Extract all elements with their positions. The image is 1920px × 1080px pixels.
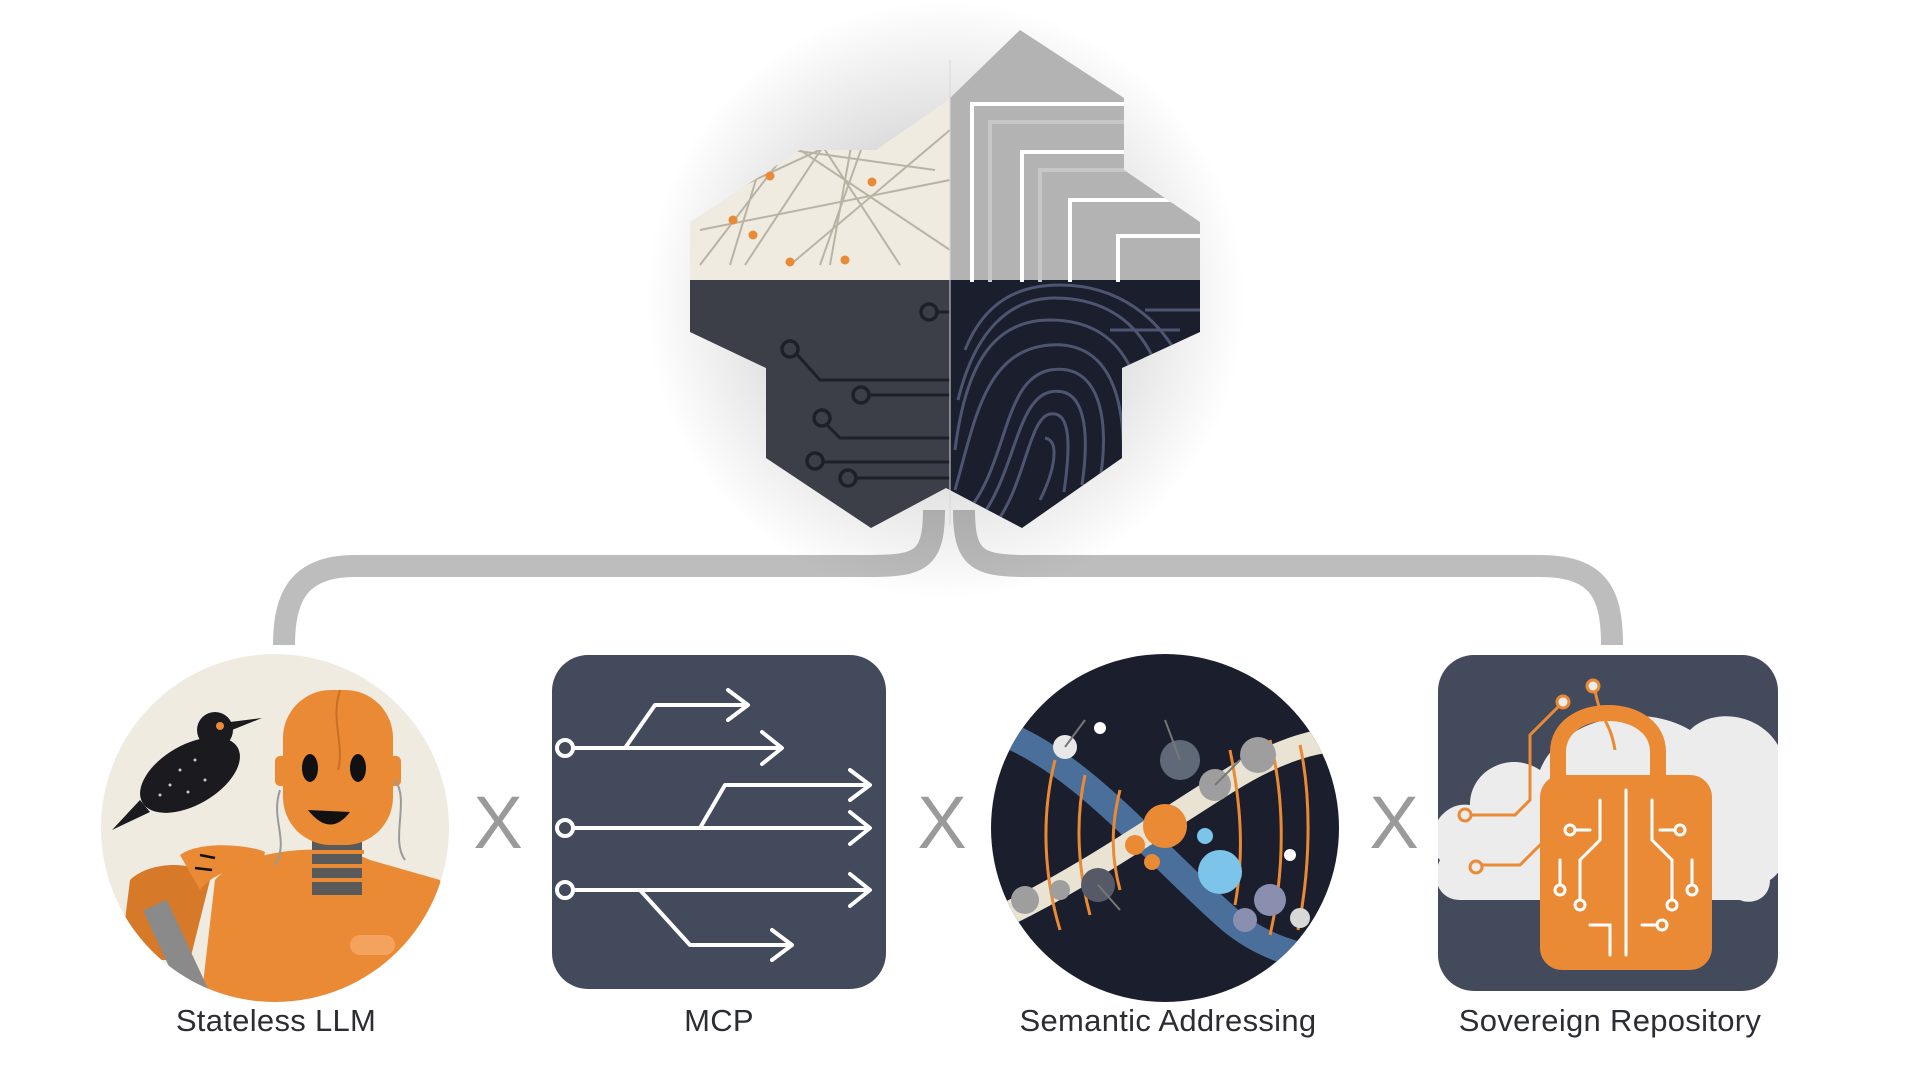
mcp-routing-panel <box>552 655 886 989</box>
component-label-mcp: MCP <box>684 1003 754 1038</box>
component-label-sovereign-repository: Sovereign Repository <box>1458 1003 1762 1038</box>
multiply-operator: X <box>473 781 523 864</box>
stateless-llm-illustration <box>101 654 449 1002</box>
semantic-addressing-network <box>991 654 1339 1002</box>
hub-emblem <box>645 0 1245 600</box>
multiply-operator: X <box>917 781 967 864</box>
component-label-stateless-llm: Stateless LLM <box>175 1003 377 1038</box>
multiply-operator: X <box>1369 781 1419 864</box>
sovereign-repository-panel <box>1438 655 1778 991</box>
component-label-semantic-addressing: Semantic Addressing <box>1019 1003 1317 1038</box>
